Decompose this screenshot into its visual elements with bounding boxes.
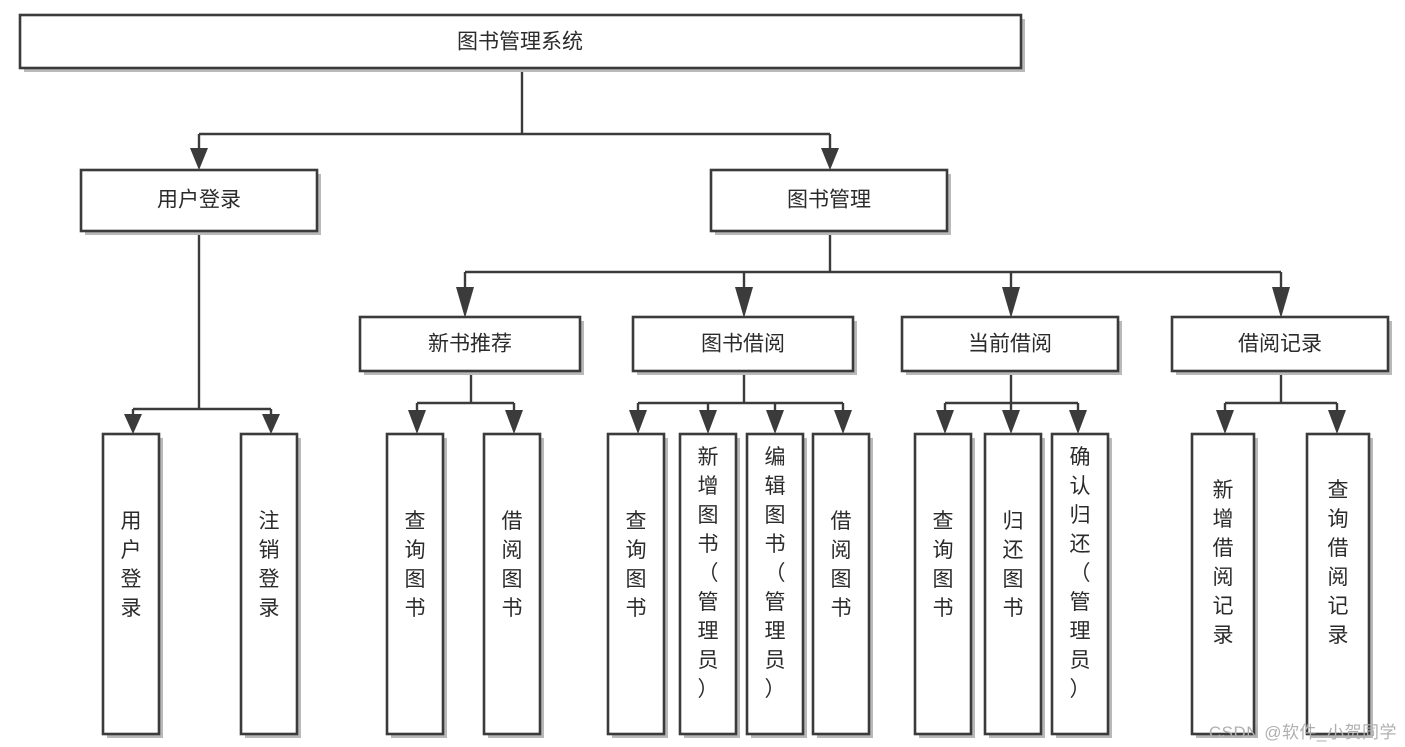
arrow-to-leaf-query-book-2 <box>629 410 647 434</box>
leaf-borrow-book-1-box[interactable] <box>482 432 542 736</box>
leaf-add-book-label: 新增图书（管理员） <box>698 446 719 701</box>
node-leaf-user-login[interactable]: 用户登录 <box>101 432 163 738</box>
leaf-query-book-3-label: 查询图书 <box>933 510 954 620</box>
leaf-edit-book-box[interactable] <box>745 432 805 736</box>
node-leaf-confirm-return[interactable]: 确认归还（管理员） <box>1050 432 1112 738</box>
book-borrow-label: 图书借阅 <box>701 333 785 356</box>
node-new-book-rec[interactable]: 新书推荐 <box>358 315 584 375</box>
new-book-rec-label: 新书推荐 <box>428 333 512 356</box>
node-book-manage[interactable]: 图书管理 <box>709 168 951 235</box>
node-leaf-borrow-book-2[interactable]: 借阅图书 <box>811 432 873 738</box>
arrow-to-leaf-logout <box>262 414 280 434</box>
root-label: 图书管理系统 <box>457 31 583 54</box>
node-leaf-borrow-book-1[interactable]: 借阅图书 <box>482 432 544 738</box>
arrow-to-leaf-add-book <box>699 410 717 434</box>
arrow-to-current-borrow <box>1002 287 1020 318</box>
leaf-user-login-label: 用户登录 <box>121 510 142 620</box>
leaf-logout-box[interactable] <box>239 432 299 736</box>
leaf-query-book-1-box[interactable] <box>385 432 445 736</box>
node-leaf-query-book-1[interactable]: 查询图书 <box>385 432 447 738</box>
arrow-to-leaf-borrow-book-2 <box>834 410 852 434</box>
user-login-box[interactable] <box>79 168 319 233</box>
leaf-add-record-box[interactable] <box>1190 432 1256 736</box>
leaf-add-book-box[interactable] <box>678 432 738 736</box>
new-book-rec-box[interactable] <box>358 315 582 373</box>
arrow-to-book-manage <box>821 148 839 170</box>
book-borrow-box[interactable] <box>631 315 855 373</box>
leaf-edit-book-label: 编辑图书（管理员） <box>765 446 786 701</box>
arrow-to-leaf-query-book-3 <box>936 410 954 434</box>
book-manage-label: 图书管理 <box>787 189 871 212</box>
leaf-query-record-label: 查询借阅记录 <box>1328 479 1349 647</box>
node-leaf-query-book-3[interactable]: 查询图书 <box>913 432 975 738</box>
leaf-borrow-book-1-label: 借阅图书 <box>502 510 523 620</box>
leaf-add-record-label: 新增借阅记录 <box>1213 479 1234 647</box>
arrow-to-leaf-return-book <box>1002 410 1020 434</box>
book-manage-box[interactable] <box>709 168 949 233</box>
node-leaf-add-book[interactable]: 新增图书（管理员） <box>678 432 740 738</box>
leaf-borrow-book-2-label: 借阅图书 <box>831 510 852 620</box>
leaf-query-book-3-box[interactable] <box>913 432 973 736</box>
arrow-to-leaf-query-record <box>1328 410 1346 434</box>
borrow-record-label: 借阅记录 <box>1238 333 1322 356</box>
node-leaf-logout[interactable]: 注销登录 <box>239 432 301 738</box>
node-leaf-query-record[interactable]: 查询借阅记录 <box>1305 432 1373 738</box>
leaf-borrow-book-2-box[interactable] <box>811 432 871 736</box>
node-current-borrow[interactable]: 当前借阅 <box>900 315 1122 375</box>
borrow-record-box[interactable] <box>1170 315 1390 373</box>
user-login-label: 用户登录 <box>157 189 241 212</box>
leaf-query-record-box[interactable] <box>1305 432 1371 736</box>
arrow-to-book-borrow <box>735 287 753 318</box>
leaf-confirm-return-label: 确认归还（管理员） <box>1070 446 1091 701</box>
node-borrow-record[interactable]: 借阅记录 <box>1170 315 1392 375</box>
leaf-user-login-box[interactable] <box>101 432 161 736</box>
current-borrow-label: 当前借阅 <box>968 333 1052 356</box>
connector-layer <box>124 70 1346 434</box>
arrow-to-leaf-borrow-book-1 <box>505 410 523 434</box>
arrow-to-borrow-record <box>1272 287 1290 318</box>
root-box[interactable] <box>18 13 1023 70</box>
leaf-return-book-box[interactable] <box>983 432 1043 736</box>
node-leaf-return-book[interactable]: 归还图书 <box>983 432 1045 738</box>
node-root[interactable]: 图书管理系统 <box>18 13 1025 72</box>
node-book-borrow[interactable]: 图书借阅 <box>631 315 857 375</box>
leaf-query-book-2-label: 查询图书 <box>626 510 647 620</box>
leaf-return-book-label: 归还图书 <box>1003 510 1024 620</box>
leaf-confirm-return-box[interactable] <box>1050 432 1110 736</box>
leaf-logout-label: 注销登录 <box>259 510 280 620</box>
arrow-to-leaf-edit-book <box>766 410 784 434</box>
node-user-login[interactable]: 用户登录 <box>79 168 321 235</box>
arrow-to-leaf-query-book-1 <box>408 410 426 434</box>
current-borrow-box[interactable] <box>900 315 1120 373</box>
arrow-to-leaf-user-login <box>124 414 142 434</box>
arrow-to-leaf-add-record <box>1216 410 1234 434</box>
leaf-query-book-1-label: 查询图书 <box>405 510 426 620</box>
node-leaf-edit-book[interactable]: 编辑图书（管理员） <box>745 432 807 738</box>
node-leaf-query-book-2[interactable]: 查询图书 <box>606 432 668 738</box>
arrow-to-new-book-rec <box>456 287 474 318</box>
arrow-to-leaf-confirm-return <box>1069 410 1087 434</box>
leaf-query-book-2-box[interactable] <box>606 432 666 736</box>
arrow-to-user-login <box>190 148 208 170</box>
node-leaf-add-record[interactable]: 新增借阅记录 <box>1190 432 1258 738</box>
